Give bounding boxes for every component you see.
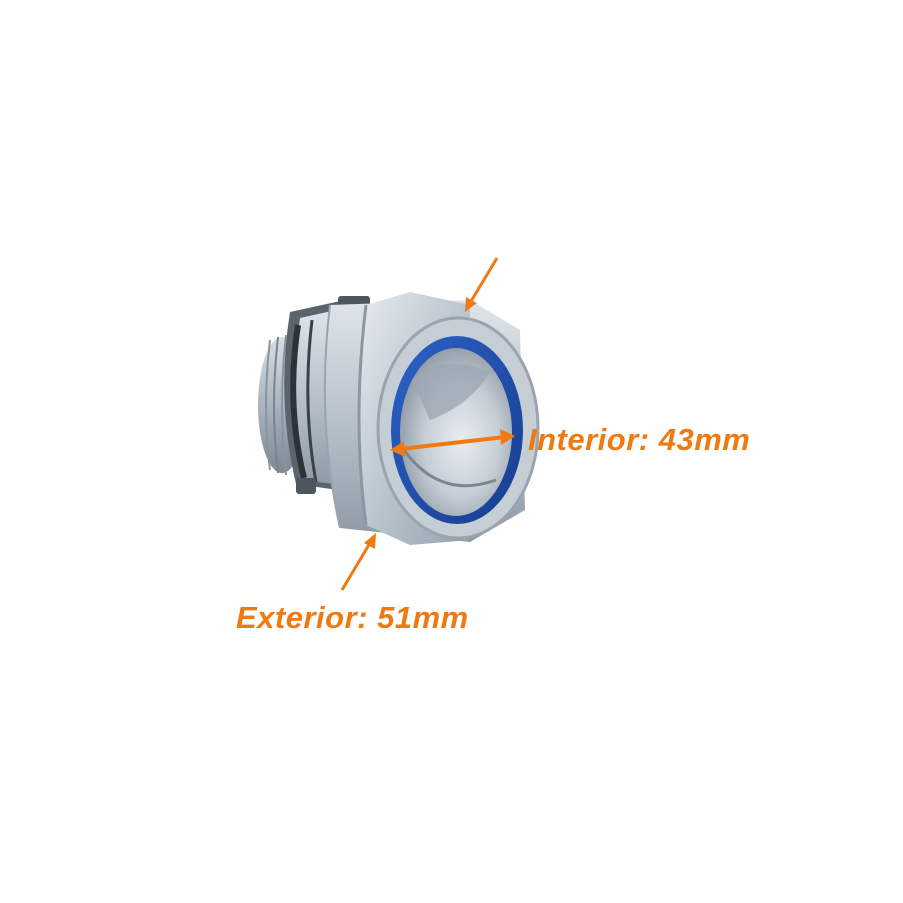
conduit-connector-fitting [258, 292, 540, 545]
exterior-measurement-arrow-bottom [340, 533, 376, 591]
exterior-measurement-arrow-top [465, 257, 499, 312]
interior-measurement-arrow [390, 429, 515, 457]
exterior-diameter-label: Exterior: 51mm [236, 600, 469, 635]
interior-diameter-label: Interior: 43mm [528, 422, 751, 457]
